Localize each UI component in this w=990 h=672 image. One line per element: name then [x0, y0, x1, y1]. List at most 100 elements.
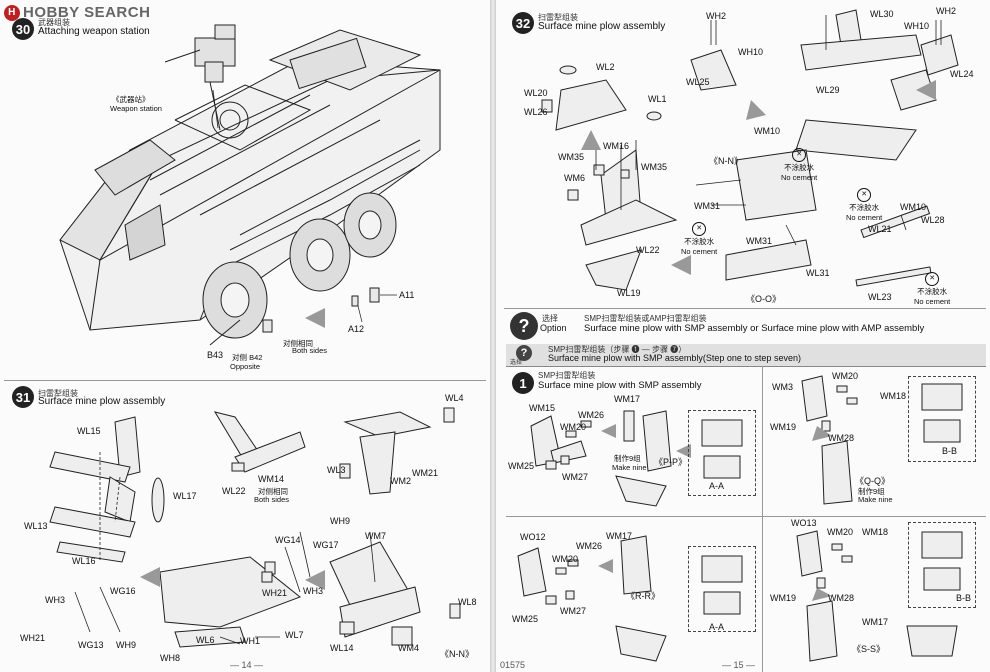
detail-b-b-drawing [921, 383, 963, 443]
no-cement-cn: 不涂胶水 [784, 163, 815, 172]
sub-option-label-cn: 选择 [510, 360, 523, 366]
step-1-number: 1 [512, 372, 534, 394]
detail-box-b-b-2 [908, 522, 976, 608]
step-32-title: Surface mine plow assembly [538, 21, 666, 32]
part-wm35-b: WM35 [641, 162, 668, 172]
section-b-b-d: B-B [956, 593, 972, 603]
part-wg17: WG17 [313, 540, 339, 550]
part-wm25: WM25 [508, 461, 535, 471]
step-31-title: Surface mine plow assembly [38, 396, 166, 407]
view-n-n: 《N-N》 [440, 649, 474, 659]
part-wm27-c: WM27 [560, 606, 587, 616]
weapon-station-label-cn: 《武器站》 [112, 95, 150, 104]
part-wl4: WL4 [445, 393, 464, 403]
part-wm25-c: WM25 [512, 614, 539, 624]
part-wm21: WM21 [412, 468, 439, 478]
step-divider-right [504, 308, 986, 309]
part-wm20-b: WM20 [832, 371, 859, 381]
page-gutter [490, 0, 496, 672]
watermark-logo-icon: H [4, 4, 20, 21]
part-wh8: WH8 [160, 653, 180, 663]
part-wl26: WL26 [524, 107, 548, 117]
smp-step-4-drawing [796, 530, 958, 662]
part-wl21: WL21 [868, 224, 892, 234]
part-wl15: WL15 [77, 426, 101, 436]
part-wg13: WG13 [78, 640, 104, 650]
part-wg14: WG14 [275, 535, 301, 545]
step-1-title: Surface mine plow with SMP assembly [538, 380, 702, 391]
part-wm26-c: WM26 [576, 541, 603, 551]
section-a-a-c: A-A [709, 622, 725, 632]
part-wm17: WM17 [614, 394, 641, 404]
part-a11: A11 [399, 290, 415, 300]
part-wl19: WL19 [617, 288, 641, 298]
left-page: H HOBBY SEARCH 30 武器组装 Attaching weapon … [0, 0, 491, 672]
part-wl31: WL31 [806, 268, 830, 278]
option-label: Option [540, 323, 567, 333]
part-wm15: WM15 [529, 403, 556, 413]
plow-assembly-32-drawing [541, 9, 959, 291]
part-wm4: WM4 [398, 643, 419, 653]
section-a-a: A-A [709, 481, 725, 491]
plow-assembly-31-drawing [49, 407, 461, 648]
part-wl16: WL16 [72, 556, 96, 566]
part-wm18: WM18 [880, 391, 907, 401]
weapon-station-label: Weapon station [110, 104, 162, 113]
part-wm20-d: WM20 [827, 527, 854, 537]
no-cement-label: No cement [681, 247, 718, 256]
watermark: H HOBBY SEARCH [4, 4, 150, 21]
part-wm27: WM27 [562, 472, 589, 482]
no-cement-note-2: ✕ 不涂胶水 No cement [846, 188, 882, 222]
part-wl25: WL25 [686, 77, 710, 87]
option-title-cn: SMP扫雷犁组装或AMP扫雷犁组装 [584, 314, 707, 323]
part-wl17: WL17 [173, 491, 197, 501]
part-wm35-a: WM35 [558, 152, 585, 162]
no-cement-cn: 不涂胶水 [917, 287, 948, 296]
view-r-r: 《R-R》 [626, 591, 660, 601]
part-wm20-c: WM20 [552, 554, 579, 564]
no-cement-cn: 不涂胶水 [684, 237, 715, 246]
part-wm2: WM2 [390, 476, 411, 486]
part-a12: A12 [348, 324, 365, 334]
detail-b-b-2-drawing [921, 531, 963, 591]
sub-option-title: Surface mine plow with SMP assembly(Step… [548, 353, 801, 363]
part-wh3-a: WH3 [45, 595, 65, 605]
part-b43: B43 [207, 350, 224, 360]
sub-option-header: ? 选择 SMP扫雷犁组装（步骤 ❶ — 步骤 ❼） Surface mine … [506, 344, 986, 367]
smp-step-2-drawing [801, 375, 858, 505]
no-cement-note-4: ✕ 不涂胶水 No cement [914, 272, 950, 306]
part-wm19: WM19 [770, 422, 797, 432]
page-number-left: — 14 — [230, 660, 264, 670]
both-sides-label-31: Both sides [254, 495, 290, 504]
no-cement-label: No cement [781, 173, 818, 182]
part-wm3: WM3 [772, 382, 793, 392]
part-wl28: WL28 [921, 215, 945, 225]
no-cement-note-3: ✕ 不涂胶水 No cement [681, 222, 717, 256]
part-wg16: WG16 [110, 586, 136, 596]
panel-divider-vertical [762, 366, 763, 672]
part-wm28-d: WM28 [828, 593, 855, 603]
no-cement-icon: ✕ [925, 272, 940, 286]
view-o-o: 《O-O》 [746, 294, 781, 304]
part-wl13: WL13 [24, 521, 48, 531]
section-b-b: B-B [942, 446, 958, 456]
part-wh1: WH1 [240, 636, 260, 646]
part-wm6: WM6 [564, 173, 585, 183]
part-wl30: WL30 [870, 9, 894, 19]
part-wl14: WL14 [330, 643, 354, 653]
step-30-number: 30 [12, 18, 34, 40]
step-32-title-cn: 扫雷犁组装 [538, 13, 578, 22]
page-number-right: — 15 — [722, 660, 756, 670]
both-sides-label: Both sides [292, 346, 328, 355]
part-wh21-a: WH21 [20, 633, 46, 643]
part-wm19-d: WM19 [770, 593, 797, 603]
part-wm18-d: WM18 [862, 527, 889, 537]
part-wh9-a: WH9 [116, 640, 136, 650]
step-30-title-cn: 武器组装 [38, 18, 70, 27]
part-wh10-a: WH10 [738, 47, 764, 57]
part-wm10: WM10 [754, 126, 781, 136]
right-page: 32 扫雷犁组装 Surface mine plow assembly [496, 0, 990, 672]
part-wm31-a: WM31 [694, 201, 721, 211]
no-cement-icon: ✕ [692, 222, 707, 236]
option-header: ? 选择 Option SMP扫雷犁组装或AMP扫雷犁组装 Surface mi… [506, 310, 986, 345]
